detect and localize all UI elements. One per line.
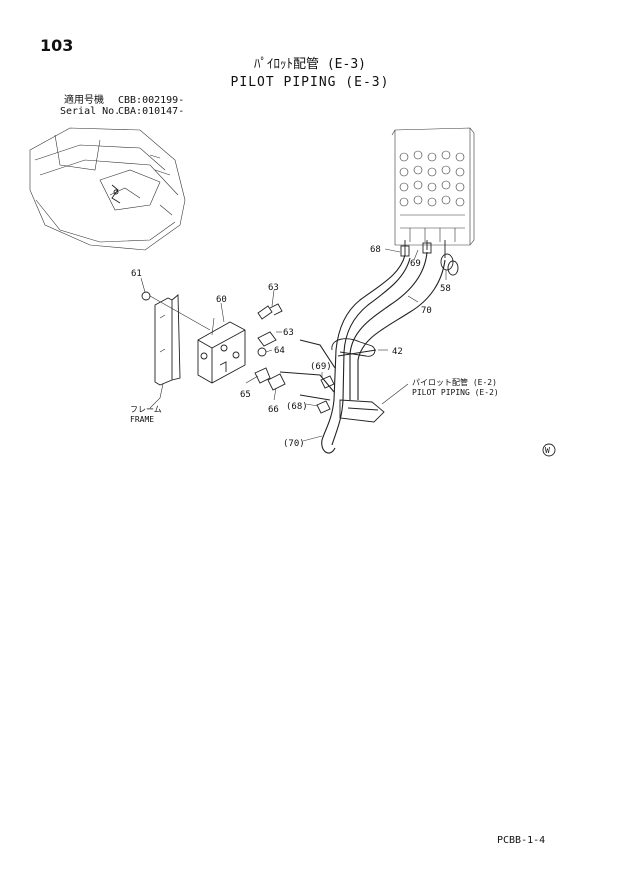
callout-70-ref: (70) <box>283 439 305 449</box>
callout-63-lower: 63 <box>283 328 294 338</box>
title-japanese: ﾊﾟｲﾛｯﾄ配管 (E-3) <box>254 57 366 72</box>
frame-label-english: FRAME <box>130 415 154 424</box>
serial-value-japanese: CBB:002199- <box>118 95 185 106</box>
fittings <box>141 291 335 414</box>
callout-63-upper: 63 <box>268 283 279 293</box>
w-mark-letter: W <box>545 446 550 455</box>
callout-60: 60 <box>216 295 227 305</box>
callout-69: 69 <box>410 259 421 269</box>
serial-value-english: CBA:010147- <box>118 106 185 117</box>
callout-58: 58 <box>440 284 451 294</box>
callout-61: 61 <box>131 269 142 279</box>
manifold-block-60 <box>197 317 246 384</box>
callout-68-ref: (68) <box>286 402 308 412</box>
frame-label-japanese: フレーム <box>130 405 162 414</box>
reference-label-english: PILOT PIPING (E-2) <box>412 388 499 397</box>
machine-overview-sketch <box>29 127 186 251</box>
callout-65: 65 <box>240 390 251 400</box>
clamp-42 <box>331 338 377 357</box>
w-mark: W <box>542 443 556 457</box>
callout-70: 70 <box>421 306 432 316</box>
frame-bracket <box>149 294 181 409</box>
serial-label-english: Serial No. <box>60 106 121 117</box>
leader-lines <box>140 248 447 442</box>
callout-42: 42 <box>392 347 403 357</box>
pilot-hoses <box>333 242 459 401</box>
callout-69-ref: (69) <box>310 362 332 372</box>
reference-label-japanese: パイロット配管 (E-2) <box>412 377 497 387</box>
title-english: PILOT PIPING (E-3) <box>230 75 390 90</box>
page-number: 103 <box>40 36 74 55</box>
lower-pipe-assembly <box>279 339 385 454</box>
callout-64: 64 <box>274 346 285 356</box>
callout-66: 66 <box>268 405 279 415</box>
serial-label-japanese: 適用号機 <box>64 95 104 106</box>
footer-code: PCBB-1-4 <box>497 835 546 846</box>
pilot-valve-block <box>391 127 475 258</box>
callout-68: 68 <box>370 245 381 255</box>
